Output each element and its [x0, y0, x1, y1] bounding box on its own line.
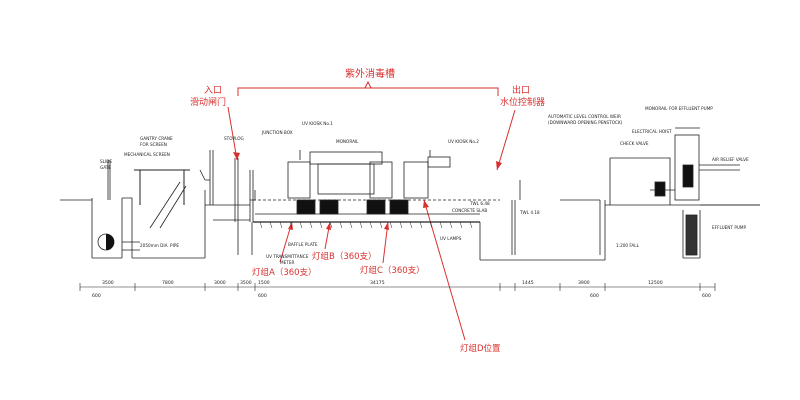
- dim-2: 7800: [162, 280, 174, 286]
- label-monorail: MONORAIL: [336, 139, 359, 144]
- channel-label: 紫外消毒槽: [345, 67, 395, 80]
- dim-6: 34175: [370, 280, 385, 286]
- label-monorail-pump: MONORAIL FOR EFFLUENT PUMP: [645, 106, 713, 111]
- outlet-label-line1: 出口: [512, 84, 530, 96]
- dim-7: 1445: [522, 280, 534, 286]
- label-gantry: GANTRY CRANE: [140, 136, 173, 141]
- label-uv1: UV KIOSK No.1: [302, 121, 333, 126]
- inlet-label-line2: 滑动闸门: [190, 96, 226, 108]
- inlet-arrow: [227, 106, 238, 161]
- dim-1: 3500: [102, 280, 114, 286]
- outlet-label-line2: 水位控制器: [500, 96, 545, 108]
- outlet-arrow: [496, 109, 516, 171]
- label-effpump: EFFLUENT PUMP: [712, 225, 747, 230]
- label-airvalve: AIR RELIEF VALVE: [712, 157, 749, 162]
- dim-3: 3000: [214, 280, 226, 286]
- label-junction: JUNCTION BOX: [261, 130, 293, 135]
- label-baffle: BAFFLE PLATE: [288, 242, 318, 247]
- dim-small-2: 600: [258, 293, 267, 299]
- bank-d-label: 灯组D位置: [460, 343, 501, 354]
- label-slide: SLIDE: [100, 159, 112, 164]
- section-drawing: [60, 127, 760, 291]
- bank-a-label: 灯组A（360支）: [252, 267, 317, 278]
- label-uv2: UV KIOSK No.2: [448, 139, 479, 144]
- dim-9: 12500: [648, 280, 663, 286]
- dim-small-4: 600: [702, 293, 711, 299]
- dimension-labels: 3500 7800 3000 3500 1500 34175 1445 3900…: [92, 280, 711, 299]
- label-uvtm2: METER: [280, 260, 294, 265]
- dim-small-1: 600: [92, 293, 101, 299]
- label-fall: 1:200 FALL: [616, 243, 640, 248]
- label-stoplog: STOPLOG: [224, 136, 244, 141]
- label-screen: MECHANICAL SCREEN: [124, 152, 170, 157]
- dim-small-3: 600: [590, 293, 599, 299]
- label-alc2: (DOWNWARD OPENING PENSTOCK): [548, 120, 623, 125]
- label-uvtm: UV TRANSMITTANCE: [266, 254, 309, 259]
- inlet-label-line1: 入口: [204, 85, 222, 96]
- label-slide2: GATE: [100, 165, 111, 170]
- label-slab: CONCRETE SLAB: [452, 208, 487, 213]
- annotation-layer: 紫外消毒槽 入口 滑动闸门 出口 水位控制器 灯组A（360支） 灯组B（360…: [190, 67, 545, 354]
- channel-bracket: [237, 80, 499, 96]
- label-twl2: TWL 4.18: [519, 210, 540, 215]
- bank-c-label: 灯组C（360支）: [360, 265, 425, 276]
- label-uvlamps: UV LAMPS: [440, 236, 462, 241]
- bank-b-label: 灯组B（360支）: [312, 251, 377, 262]
- label-twl: TWL 6.48: [469, 201, 490, 206]
- drawing-labels: GANTRY CRANE FOR SCREEN MECHANICAL SCREE…: [100, 106, 749, 265]
- dim-4: 3500: [240, 280, 252, 286]
- label-pipe: 2050mm DIA. PIPE: [140, 243, 179, 248]
- label-gantry2: FOR SCREEN: [140, 142, 167, 147]
- label-alc: AUTOMATIC LEVEL CONTROL WEIR: [548, 114, 621, 119]
- dim-5: 1500: [258, 280, 270, 286]
- dim-8: 3900: [578, 280, 590, 286]
- label-check: CHECK VALVE: [620, 141, 649, 146]
- label-hoist: ELECTRICAL HOIST: [632, 129, 672, 134]
